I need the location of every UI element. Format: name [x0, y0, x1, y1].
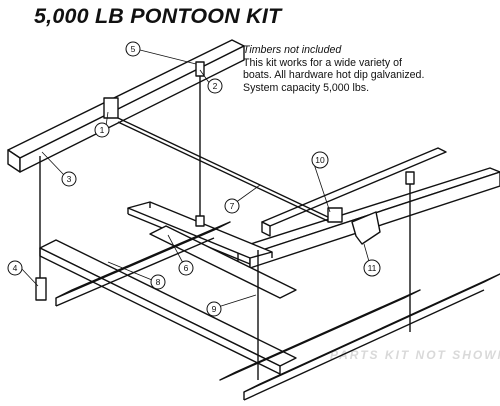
svg-text:10: 10: [315, 155, 325, 165]
notes-line-1: This kit works for a wide variety of: [243, 56, 402, 69]
left-pulley-bracket: [103, 97, 119, 119]
winch-wheel: [351, 211, 381, 245]
callout-4: 4: [7, 260, 23, 276]
callout-1: 1: [94, 122, 110, 138]
svg-text:7: 7: [230, 201, 235, 211]
callout-8: 8: [150, 274, 166, 290]
page-title: 5,000 LB PONTOON KIT: [34, 4, 282, 28]
right-pulley: [405, 171, 415, 185]
drive-shaft-lower: [117, 121, 331, 223]
svg-text:1: 1: [100, 125, 105, 135]
callout-9: 9: [206, 301, 222, 317]
svg-text:8: 8: [156, 277, 161, 287]
overhead-timber-left: [7, 39, 245, 173]
callout-11: 11: [363, 259, 381, 277]
faded-background-text: PARTS KIT NOT SHOWN: [330, 348, 500, 362]
top-pulley: [195, 61, 205, 77]
kit-notes: Timbers not included This kit works for …: [243, 44, 498, 94]
svg-text:6: 6: [184, 263, 189, 273]
overhead-timber-middle: [261, 147, 447, 237]
drive-shaft: [117, 117, 331, 219]
cable-clamp-6: [195, 215, 205, 227]
callout-2: 2: [207, 78, 223, 94]
svg-text:9: 9: [212, 304, 217, 314]
callout-5: 5: [125, 41, 141, 57]
callout-3: 3: [61, 171, 77, 187]
bunk-frame: [39, 221, 500, 401]
notes-line-3: System capacity 5,000 lbs.: [243, 81, 370, 94]
callout-7: 7: [224, 198, 240, 214]
svg-text:5: 5: [131, 44, 136, 54]
callout-10: 10: [311, 151, 329, 169]
callout-6: 6: [178, 260, 194, 276]
right-shaft-bearing: [327, 207, 343, 223]
notes-line-2: boats. All hardware hot dip galvanized.: [243, 69, 425, 82]
svg-text:2: 2: [213, 81, 218, 91]
timbers-note: Timbers not included: [243, 44, 342, 56]
svg-text:3: 3: [67, 174, 72, 184]
svg-text:11: 11: [368, 263, 377, 273]
cable-clamp-4: [35, 277, 47, 301]
svg-text:4: 4: [13, 263, 18, 273]
